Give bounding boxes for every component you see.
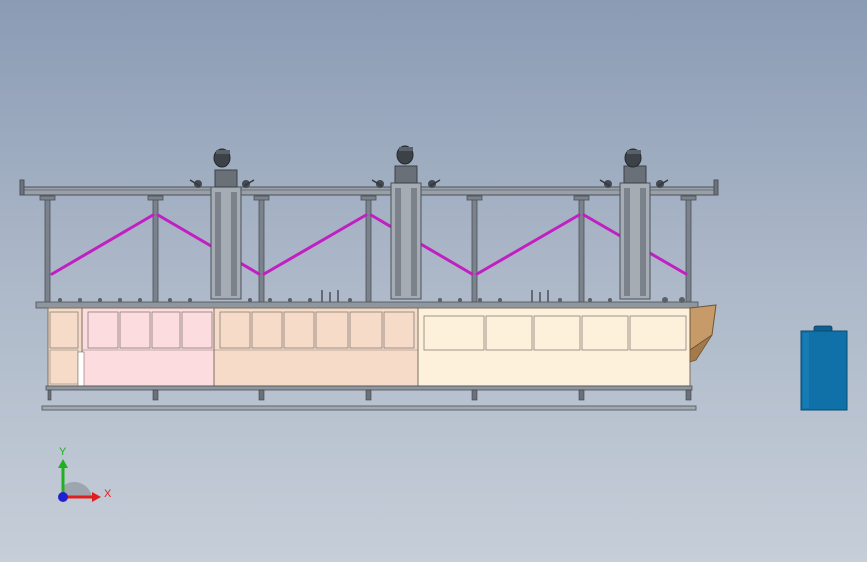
tank-section-2	[213, 307, 419, 387]
y-axis-label: Y	[59, 446, 67, 458]
x-axis-label: X	[104, 488, 112, 500]
tank-section-3	[417, 307, 691, 387]
hoist-2[interactable]	[371, 145, 441, 300]
base-frame	[41, 385, 697, 411]
hoist-1[interactable]	[189, 148, 255, 300]
tank-section-1	[47, 307, 215, 387]
support-posts	[39, 194, 697, 306]
z-axis-dot	[58, 492, 68, 502]
top-rail	[19, 179, 719, 196]
tank-end-block	[689, 304, 717, 363]
hoist-3[interactable]	[599, 148, 669, 300]
storage-container[interactable]	[800, 325, 848, 411]
coordinate-triad: Y X	[58, 446, 112, 502]
